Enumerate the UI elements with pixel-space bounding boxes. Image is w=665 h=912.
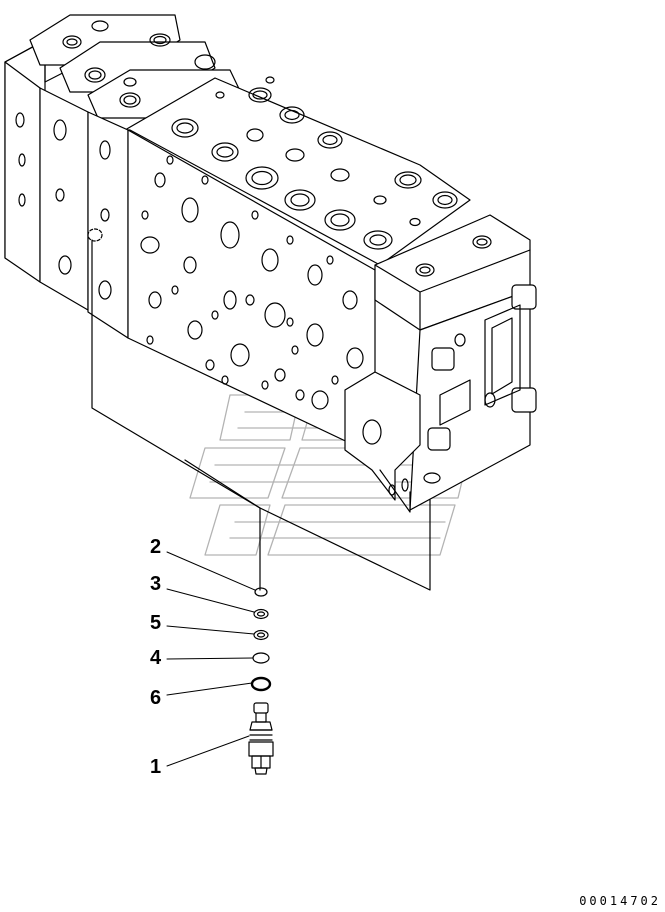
callout-label-5: 5: [150, 612, 162, 634]
callout-label-2: 2: [150, 536, 162, 558]
exploded-parts: [248, 587, 274, 775]
callout-label-6: 6: [150, 687, 162, 709]
top-face-ports: [62, 20, 458, 250]
right-block-features: [362, 235, 537, 496]
callout-label-1: 1: [150, 756, 162, 778]
callout-label-3: 3: [150, 573, 162, 595]
leader-lines: [166, 551, 256, 767]
part-2-plug: [254, 587, 268, 597]
leader-line-2: [166, 551, 256, 591]
leader-line-4: [166, 657, 254, 660]
part-3-washer: [253, 608, 269, 620]
leader-line-3: [166, 588, 255, 613]
part-6-o-ring: [250, 676, 272, 692]
leader-line-5: [166, 625, 255, 635]
leader-line-1: [166, 735, 250, 767]
callout-label-4: 4: [150, 647, 162, 669]
part-5-ring: [253, 629, 269, 641]
leader-line-6: [166, 682, 253, 696]
document-number: 00014702: [579, 894, 661, 908]
left-section-ports: [15, 112, 112, 300]
part-4-disc: [252, 652, 270, 664]
control-valve-body: [4, 14, 537, 591]
projection-lines: [91, 239, 431, 591]
front-face-ports: [140, 155, 364, 410]
part-1-valve-cartridge: [248, 702, 274, 775]
